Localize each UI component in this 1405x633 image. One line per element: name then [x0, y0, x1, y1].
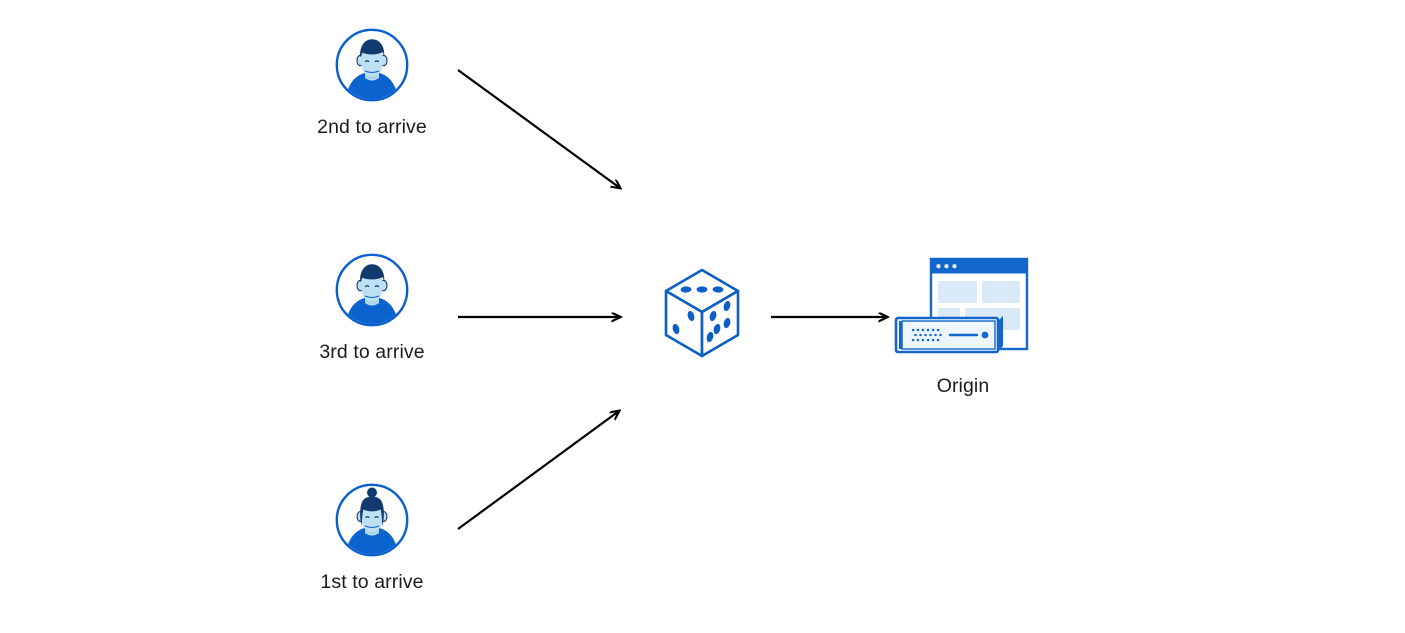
origin-server-icon: [894, 257, 1029, 354]
dice-icon: [664, 268, 740, 358]
origin-node: Origin: [893, 256, 1033, 397]
arrow-top-to-dice: [457, 69, 620, 188]
avatar: [334, 27, 410, 103]
dice-node: [661, 266, 743, 369]
avatar: [334, 252, 410, 328]
client-label-bottom: 1st to arrive: [320, 571, 424, 593]
client-label-middle: 3rd to arrive: [319, 341, 425, 363]
arrow-bottom-to-dice: [457, 411, 619, 530]
origin-label: Origin: [936, 375, 990, 397]
avatar: [334, 482, 410, 558]
client-label-top: 2nd to arrive: [317, 116, 427, 138]
